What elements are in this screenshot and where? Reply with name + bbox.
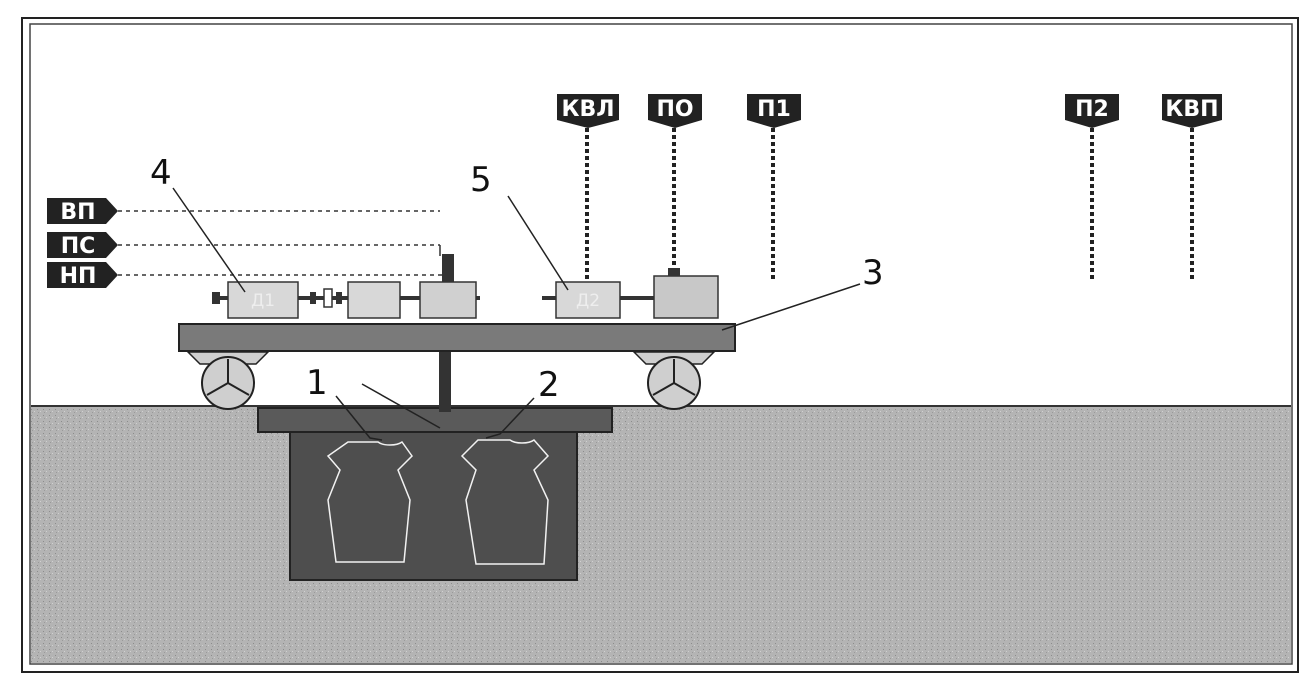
tag-p1: П1 [747,94,801,128]
tag-vp: ВП [47,198,118,225]
leader-1b [361,383,441,429]
tag-p1-text: П1 [757,97,791,122]
motor-d2 [555,281,621,319]
pit [289,431,578,581]
inner-frame [29,23,1293,665]
tag-np-text: НП [60,264,97,289]
gearbox [347,281,401,319]
pit-lid [257,407,613,433]
leader-3 [721,283,861,331]
tag-po-text: ПО [656,97,693,122]
press-piece-2 [460,438,550,565]
leader-4 [172,187,246,293]
right-wheel [632,351,716,410]
tag-kvl: КВЛ [557,94,619,128]
tag-po: ПО [648,94,702,128]
leader-5 [507,195,569,291]
callout-3: 3 [862,253,884,293]
tag-vp-text: ВП [60,200,95,225]
leader-1 [335,395,383,441]
tag-kvp: КВП [1162,94,1222,128]
motor-d1 [227,281,299,319]
gearbox-cap [668,268,680,276]
tag-p2-text: П2 [1075,97,1109,122]
tag-np: НП [47,262,118,289]
motor-d2-label: Д2 [576,291,600,311]
cart-platform [178,323,736,352]
tag-ps-text: ПС [61,234,96,259]
tag-ps: ПС [47,232,118,259]
motor-d1-label: Д1 [251,291,275,311]
callout-5: 5 [470,160,492,200]
tag-kvl-text: КВЛ [561,97,614,122]
leader-2 [485,397,535,439]
left-wheel [186,351,270,410]
tag-p2: П2 [1065,94,1119,128]
level-sensor-rod [442,254,454,282]
callout-2: 2 [538,365,560,405]
ground [31,406,1291,663]
callout-4: 4 [150,153,172,193]
press-piece-1 [326,440,413,563]
tag-kvp-text: КВП [1165,97,1218,122]
central-shaft [439,350,451,412]
callout-1: 1 [306,363,328,403]
drum-unit [419,281,477,319]
travel-gearbox [653,275,719,319]
